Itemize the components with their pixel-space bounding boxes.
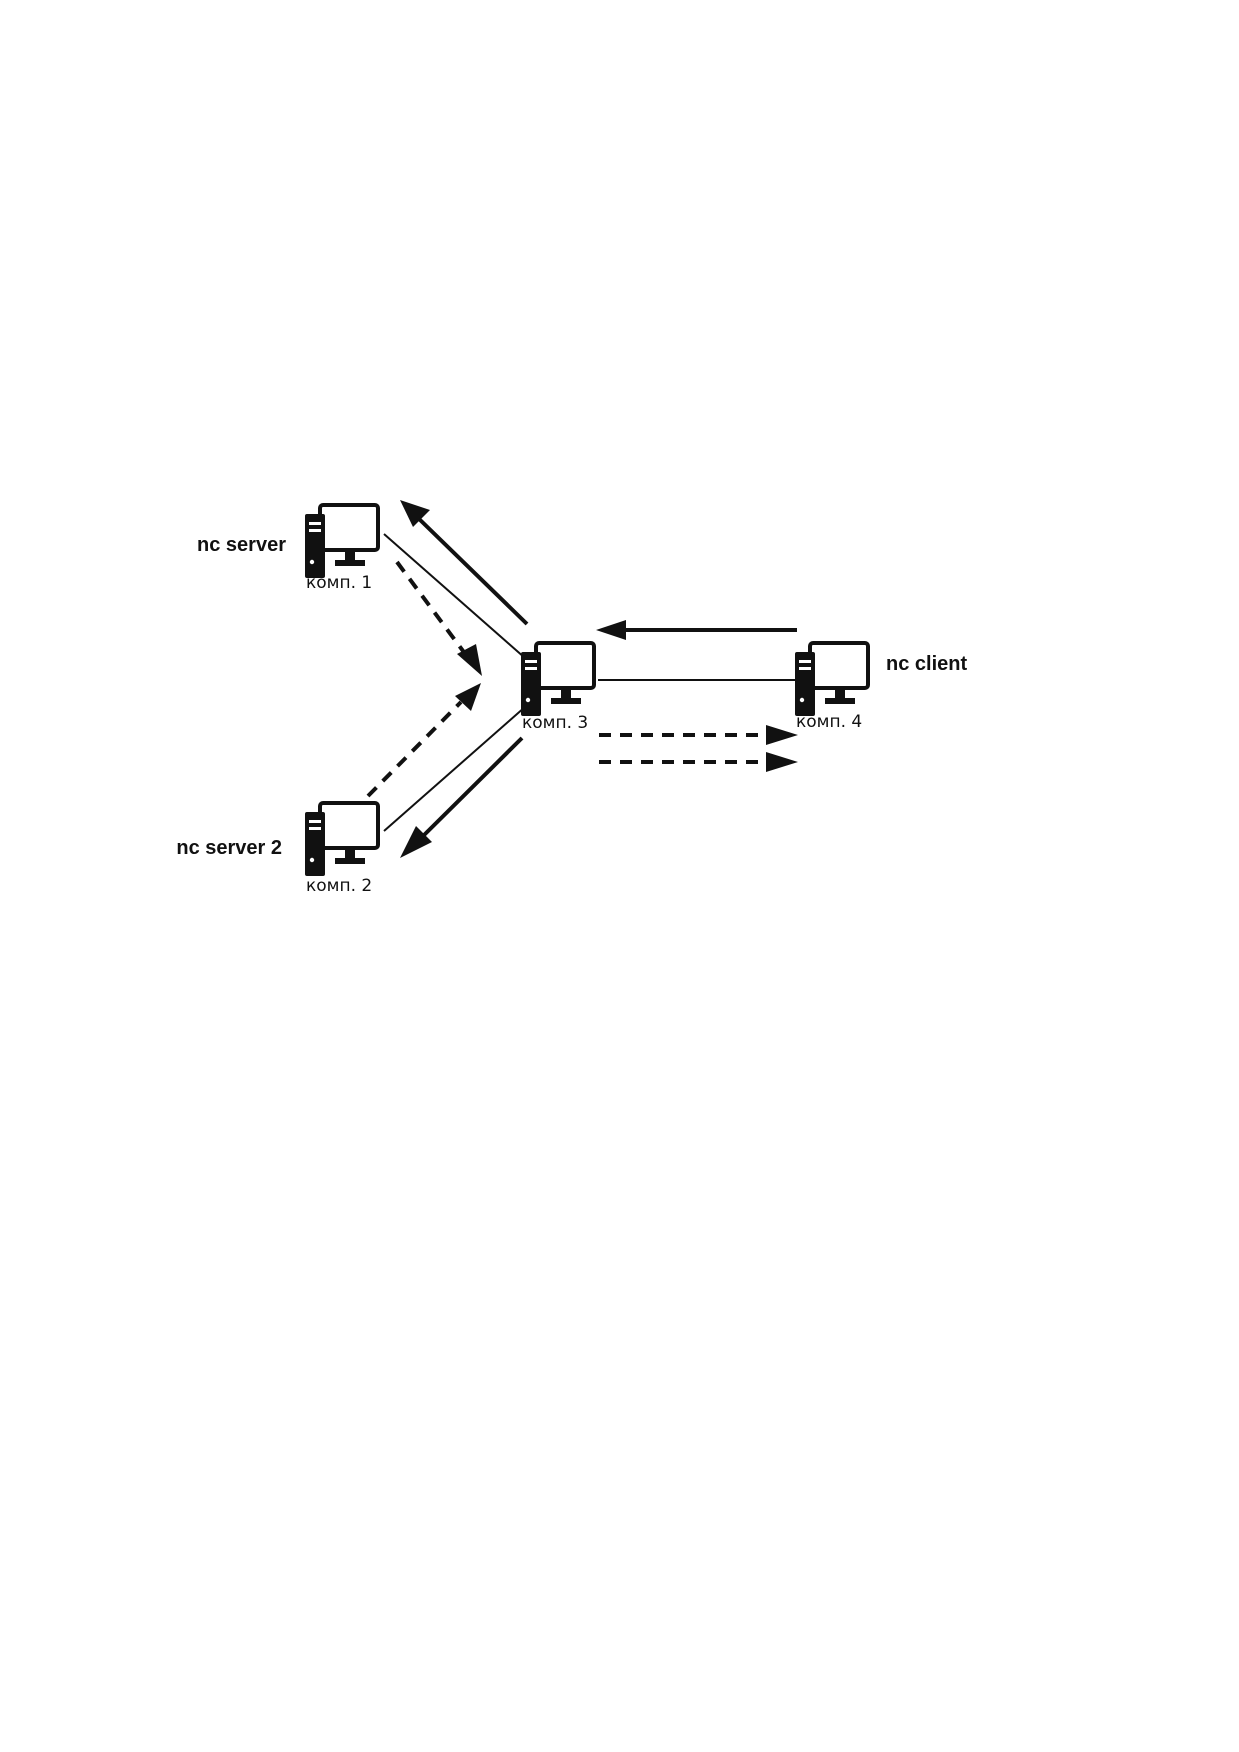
comp4-label: комп. 4 (796, 712, 862, 732)
link-comp2-comp3 (383, 706, 526, 832)
comp2-label: комп. 2 (306, 876, 372, 896)
comp3-label: комп. 3 (522, 713, 588, 733)
computer-comp2: комп. 2 nc server 2 (176, 801, 380, 896)
comp1-role-label: nc server (197, 534, 286, 556)
dashed-arrow-comp3-to-comp4-2 (599, 752, 798, 772)
computer-icon (793, 641, 870, 718)
solid-arrow-comp4-to-comp3 (596, 620, 797, 640)
link-comp1-comp3 (383, 533, 526, 659)
dashed-arrow-comp1-to-comp3 (395, 560, 482, 676)
comp4-role-label: nc client (886, 653, 967, 675)
computer-icon (519, 641, 596, 718)
solid-arrow-comp3-to-comp1 (400, 500, 529, 626)
comp1-label: комп. 1 (306, 573, 372, 593)
dashed-arrow-comp2-to-comp3 (366, 683, 481, 798)
computer-comp3: комп. 3 (519, 641, 596, 733)
comp2-role-label: nc server 2 (176, 837, 282, 859)
solid-arrow-comp3-to-comp2 (400, 736, 524, 858)
computer-icon (303, 801, 380, 878)
computer-comp1: комп. 1 nc server (197, 503, 380, 593)
computer-icon (303, 503, 380, 580)
computer-comp4: комп. 4 nc client (793, 641, 967, 732)
dashed-arrow-comp3-to-comp4-1 (599, 725, 798, 745)
